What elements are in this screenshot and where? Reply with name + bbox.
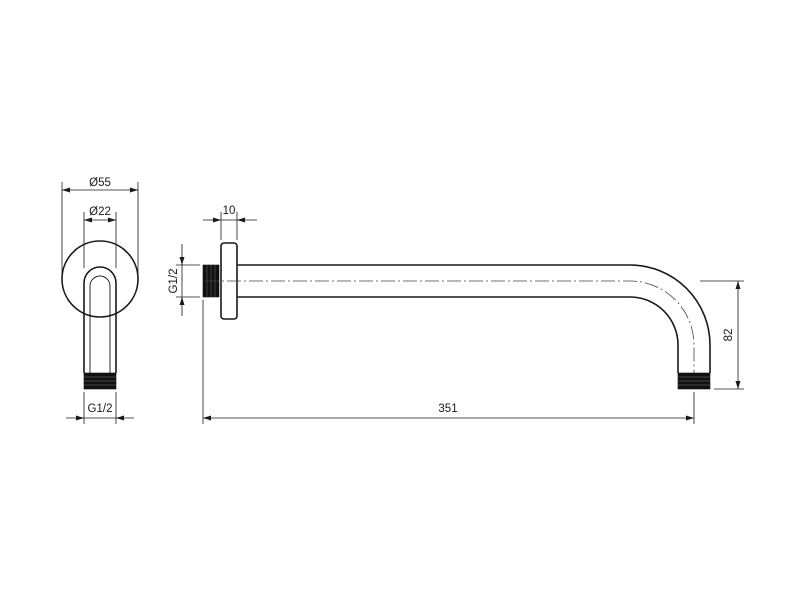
dim-thread-front-label: G1/2 <box>88 403 113 415</box>
dim-outer-diameter <box>61 182 139 278</box>
dim-outer-diameter-label: Ø55 <box>89 177 111 189</box>
dim-drop-height-label: 82 <box>723 329 735 342</box>
dim-inner-diameter <box>83 212 117 268</box>
front-view <box>61 240 139 390</box>
arm-tube-outer <box>237 264 711 373</box>
dim-drop-height <box>700 280 744 390</box>
centerline <box>205 280 695 380</box>
thread-front-hatch <box>84 376 116 386</box>
dim-thread-side <box>176 244 200 316</box>
dim-thread-front <box>66 392 134 424</box>
dim-length-label: 351 <box>438 403 457 415</box>
side-view <box>202 242 711 390</box>
arm-front-inner <box>89 275 111 373</box>
thread-outlet-hatch <box>678 376 710 386</box>
wall-flange-circle <box>61 240 139 318</box>
dim-flange-thickness <box>203 212 257 240</box>
dim-thread-side-label: G1/2 <box>168 269 180 294</box>
arm-front-outline <box>83 266 117 373</box>
arm-tube-inner <box>237 296 679 373</box>
dim-length <box>202 300 695 424</box>
dim-inner-diameter-label: Ø22 <box>89 206 111 218</box>
dim-flange-thickness-label: 10 <box>223 205 236 217</box>
